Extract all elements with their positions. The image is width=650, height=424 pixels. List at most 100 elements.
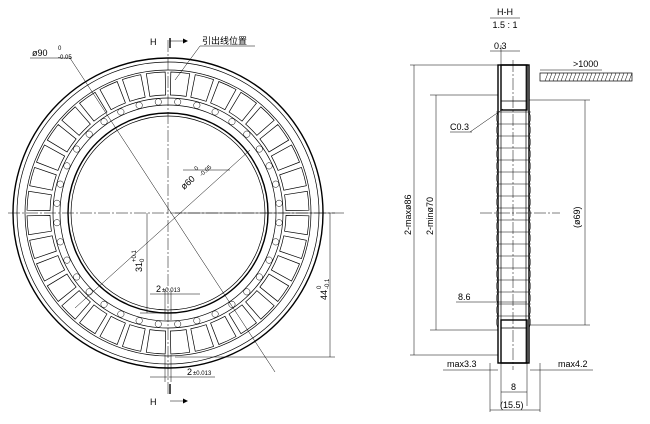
coil-segment [36, 255, 66, 282]
cable-hatch-line [620, 72, 625, 82]
coil-segment [26, 190, 52, 211]
dia-inner-leader [74, 149, 251, 309]
coil-bulge-right [528, 195, 531, 209]
coil-bulge-left [496, 303, 499, 317]
coil-bulge-right [528, 255, 531, 269]
coil-tooth [193, 101, 201, 109]
dim-total-label: (15.5) [500, 400, 524, 410]
dim-left-label: max3.3 [447, 359, 477, 369]
coil-segment [279, 166, 307, 191]
section-top-block [500, 64, 528, 111]
coil-tooth [117, 310, 125, 318]
section-mark-top: H [150, 37, 157, 47]
coil-tooth [100, 118, 108, 126]
coil-tooth [53, 199, 61, 207]
chamfer-label: C0.3 [450, 122, 469, 132]
coil-tooth [272, 238, 280, 246]
cable-hatch-line [560, 72, 565, 82]
coil-bulge-left [496, 183, 499, 197]
coil-tooth [228, 118, 236, 126]
coil-bulge-left [496, 231, 499, 245]
coil-tooth [211, 310, 219, 318]
coil-bulge-right [528, 159, 531, 173]
coil-tooth [255, 273, 263, 281]
coil-bulge-left [496, 255, 499, 269]
coil-bulge-right [528, 231, 531, 245]
coil-segment [270, 144, 300, 171]
dia-inner-label: ø60 [179, 174, 197, 192]
coil-tooth [211, 108, 219, 116]
coil-segment [99, 315, 126, 345]
coil-tooth [174, 320, 182, 328]
slot-inner-tol: ±0.013 [162, 288, 181, 294]
dia-outer-tol-dn: -0.05 [58, 55, 72, 61]
coil-segment [245, 290, 275, 320]
coil-tooth [243, 130, 251, 138]
section-coil-layers [496, 111, 531, 329]
coil-bulge-left [496, 123, 499, 137]
cable-hatch-line [548, 72, 553, 82]
coil-tooth [117, 108, 125, 116]
coil-bulge-left [496, 159, 499, 173]
coil-segment [228, 91, 257, 122]
coil-segment [26, 215, 52, 236]
coil-segment [121, 74, 146, 102]
coil-tooth [56, 238, 64, 246]
coil-tooth [174, 98, 182, 106]
dim-44-tol-dn: -0.1 [325, 278, 331, 289]
coil-segment [36, 144, 66, 171]
lead-cable-hatch [544, 72, 633, 82]
coil-tooth [255, 145, 263, 153]
coil-tooth [56, 180, 64, 188]
coil-bulge-left [496, 207, 499, 221]
section-title: H-H [497, 7, 513, 17]
coil-bulge-right [528, 135, 531, 149]
cable-hatch-line [624, 72, 629, 82]
cable-hatch-line [544, 72, 549, 82]
coil-segment [284, 190, 310, 211]
coil-bulge-left [496, 279, 499, 293]
coil-bulge-left [496, 195, 499, 209]
cable-hatch-line [588, 72, 593, 82]
coil-tooth [85, 130, 93, 138]
cable-hatch-line [584, 72, 589, 82]
front-view: H H 引出线位置 ø90 0 -0.05 ø60 0 -0.05 31 +0.… [8, 35, 345, 407]
dim-31-tol-up: +0.1 [132, 249, 138, 262]
coil-bulge-right [528, 147, 531, 161]
coil-bulge-left [496, 315, 499, 329]
cable-hatch-line [608, 72, 613, 82]
dim-31-label: 31 [134, 262, 144, 272]
coil-bulge-right [528, 279, 531, 293]
coil-tooth [265, 162, 273, 170]
coil-tooth [100, 300, 108, 308]
cable-hatch-line [612, 72, 617, 82]
dia-outer-leader [69, 57, 276, 373]
coil-segment [46, 273, 77, 302]
section-mark-top-arrowhead [183, 38, 188, 44]
coil-segment [210, 315, 237, 345]
cable-hatch-line [616, 72, 621, 82]
dim-31-tol-dn: 0 [140, 258, 146, 262]
coil-tooth [193, 317, 201, 325]
section-mark-bottom: H [150, 397, 157, 407]
coil-tooth [275, 199, 283, 207]
coil-tooth [265, 256, 273, 264]
dia-inner-tol-dn: -0.05 [199, 164, 214, 178]
coil-segment [29, 166, 57, 191]
cable-hatch-line [604, 72, 609, 82]
coil-bulge-left [496, 147, 499, 161]
coil-segment [61, 106, 91, 136]
dim-right-label: max4.2 [558, 359, 588, 369]
coil-tooth [272, 180, 280, 188]
cable-hatch-line [580, 72, 585, 82]
cable-hatch-line [572, 72, 577, 82]
coil-bulge-right [528, 267, 531, 281]
cable-hatch-line [568, 72, 573, 82]
dim-86-label: 8.6 [458, 292, 471, 302]
coil-bulge-right [528, 243, 531, 257]
cable-hatch-line [552, 72, 557, 82]
coil-segment [190, 324, 215, 352]
coil-segment [79, 91, 108, 122]
